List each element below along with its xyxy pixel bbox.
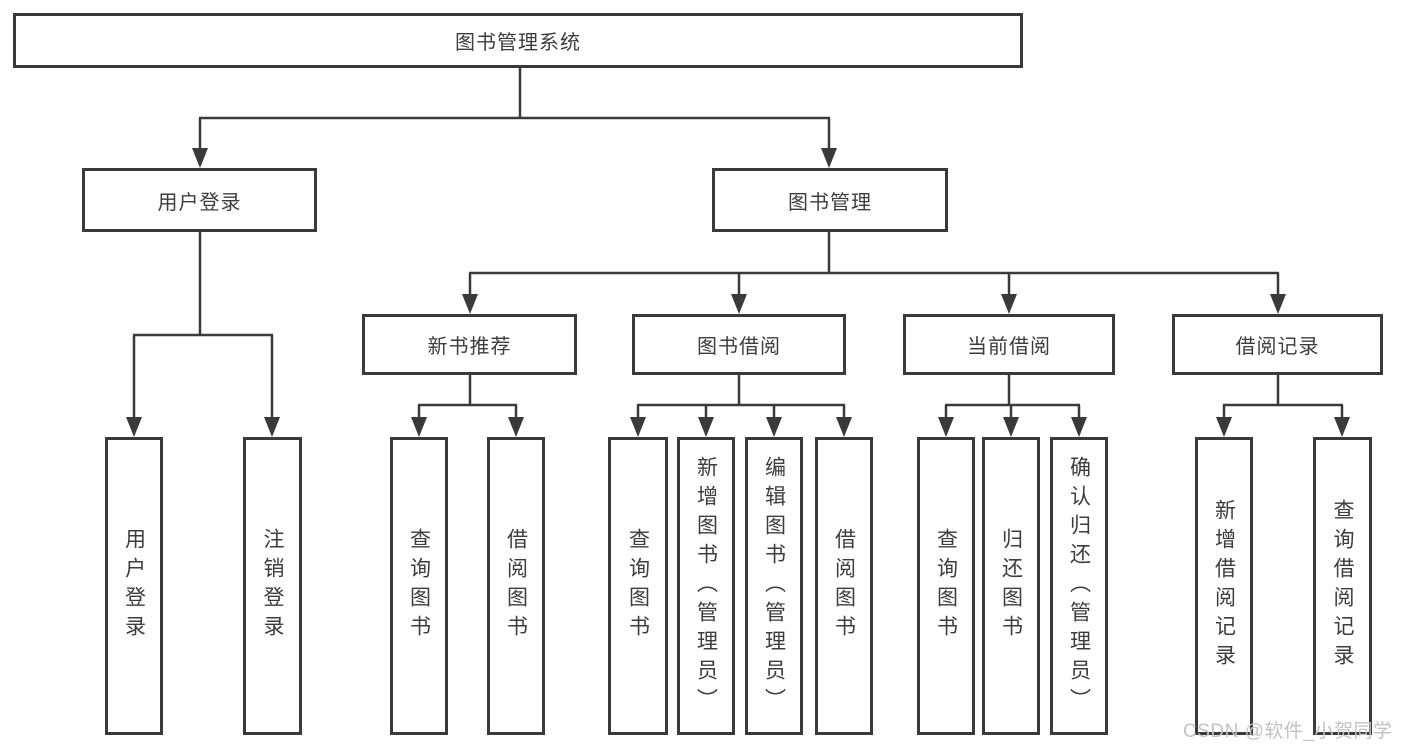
node-root: 图书管理系统 <box>13 13 1023 68</box>
node-borrow-records-label: 借阅记录 <box>1235 336 1320 358</box>
node-current-borrow: 当前借阅 <box>903 314 1115 375</box>
node-bb-query-label: 查询图书 <box>626 528 650 644</box>
node-cb-confirm: 确认归还（管理员） <box>1050 437 1108 735</box>
node-login: 用户登录 <box>105 437 163 735</box>
connector-new-book-rec-to-leaves <box>411 373 524 437</box>
node-root-label: 图书管理系统 <box>455 32 581 54</box>
node-login-label: 用户登录 <box>122 528 146 644</box>
node-bb-add: 新增图书（管理员） <box>677 437 735 735</box>
node-book-borrow: 图书借阅 <box>632 314 846 375</box>
node-bb-query: 查询图书 <box>608 437 668 735</box>
node-rec-query: 查询图书 <box>390 437 448 735</box>
node-book-mgmt: 图书管理 <box>712 168 948 232</box>
connector-borrow-records-to-leaves <box>1216 373 1350 437</box>
connector-book-mgmt-to-level3 <box>462 230 1286 314</box>
connector-user-login-to-leaves <box>126 230 280 437</box>
connector-current-borrow-to-leaves <box>938 373 1087 437</box>
node-rec-query-label: 查询图书 <box>407 528 431 644</box>
node-logout: 注销登录 <box>243 437 302 735</box>
node-br-add: 新增借阅记录 <box>1195 437 1253 735</box>
node-cb-query-label: 查询图书 <box>934 528 958 644</box>
node-bb-borrow-label: 借阅图书 <box>832 528 856 644</box>
node-cb-confirm-label: 确认归还（管理员） <box>1067 455 1091 717</box>
connector-book-borrow-to-leaves <box>630 373 852 437</box>
node-rec-borrow: 借阅图书 <box>487 437 545 735</box>
node-rec-borrow-label: 借阅图书 <box>504 528 528 644</box>
connector-root-to-level2 <box>192 66 837 168</box>
node-book-borrow-label: 图书借阅 <box>697 336 781 358</box>
node-bb-borrow: 借阅图书 <box>815 437 873 735</box>
node-user-login-label: 用户登录 <box>157 191 242 214</box>
node-br-query-label: 查询借阅记录 <box>1331 499 1354 673</box>
node-bb-edit: 编辑图书（管理员） <box>745 437 803 735</box>
node-cb-return-label: 归还图书 <box>999 528 1023 644</box>
node-br-add-label: 新增借阅记录 <box>1212 499 1236 673</box>
node-bb-add-label: 新增图书（管理员） <box>694 455 718 717</box>
node-new-book-rec-label: 新书推荐 <box>427 336 512 358</box>
node-logout-label: 注销登录 <box>261 528 284 644</box>
node-bb-edit-label: 编辑图书（管理员） <box>762 455 786 717</box>
node-br-query: 查询借阅记录 <box>1313 437 1372 735</box>
node-user-login: 用户登录 <box>82 168 317 232</box>
node-cb-return: 归还图书 <box>982 437 1040 735</box>
node-current-borrow-label: 当前借阅 <box>967 336 1051 358</box>
csdn-watermark: CSDN @软件_小贺同学 <box>1183 721 1393 742</box>
node-cb-query: 查询图书 <box>917 437 975 735</box>
node-book-mgmt-label: 图书管理 <box>788 191 872 214</box>
node-new-book-rec: 新书推荐 <box>362 314 577 375</box>
node-borrow-records: 借阅记录 <box>1172 314 1383 375</box>
